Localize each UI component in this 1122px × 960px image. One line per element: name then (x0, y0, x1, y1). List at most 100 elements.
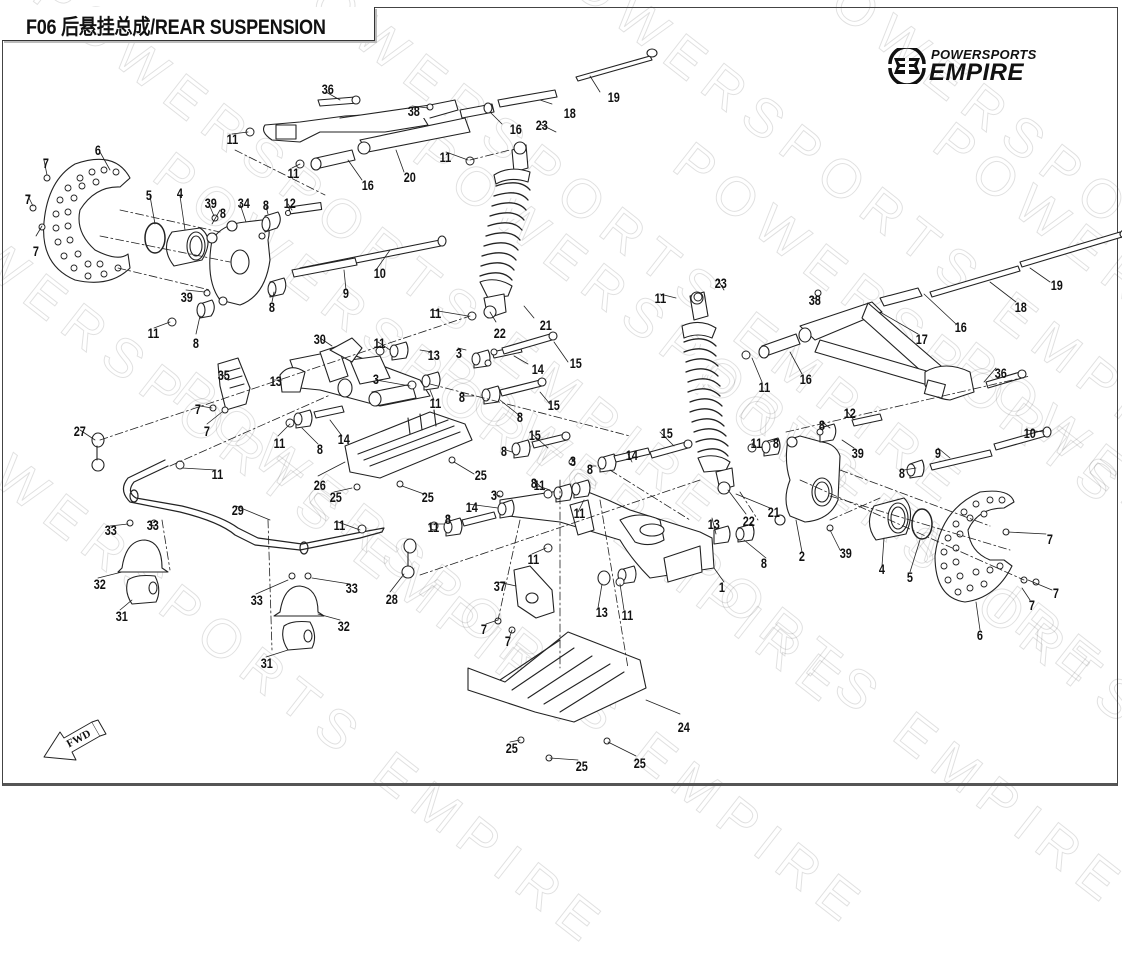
leader-line (717, 279, 725, 291)
leader-line (325, 91, 341, 101)
leader-lines (27, 75, 1053, 761)
leader-line (347, 159, 363, 181)
callout-label: 39 (839, 545, 852, 561)
leader-line (239, 203, 247, 223)
callout-label: 14 (337, 431, 350, 447)
callout-label: 7 (32, 243, 39, 259)
leader-line (989, 281, 1017, 303)
leader-line (1021, 587, 1031, 601)
callout-label: 34 (237, 195, 250, 211)
leader-line (531, 433, 549, 449)
callout-label: 38 (407, 103, 420, 119)
callout-label: 8 (772, 435, 779, 451)
pins-right-hub (713, 413, 1052, 545)
callout-label: 11 (533, 477, 546, 493)
callout-label: 33 (250, 592, 263, 608)
callout-label: 28 (385, 591, 398, 607)
leader-line (923, 293, 957, 325)
callout-label: 11 (750, 435, 763, 451)
callout-label: 2 (798, 548, 805, 564)
leader-line (375, 379, 411, 387)
leader-line (375, 249, 391, 271)
callout-label: 11 (226, 131, 239, 147)
callout-label: 31 (260, 655, 273, 671)
leader-line (821, 421, 831, 429)
callout-label: 19 (1050, 277, 1063, 293)
callout-label: 16 (361, 177, 374, 193)
skid-plate-24 (467, 631, 647, 723)
leader-line (277, 423, 291, 437)
leader-line (539, 99, 553, 105)
callout-label: 8 (530, 475, 537, 491)
bushing-31-right (282, 620, 316, 651)
callout-label: 13 (595, 604, 608, 620)
callout-label: 17 (915, 331, 928, 347)
callout-label: 16 (799, 371, 812, 387)
callout-label: 11 (429, 395, 442, 411)
leader-line (509, 629, 513, 637)
fasteners (29, 103, 1040, 762)
leader-line (445, 151, 469, 161)
leader-line (505, 449, 513, 453)
leader-line (539, 123, 557, 133)
leader-line (431, 309, 469, 317)
leader-line (751, 357, 763, 383)
leader-line (317, 461, 346, 477)
callout-label: 7 (203, 423, 210, 439)
bushing-31-left (126, 574, 160, 605)
diagram-frame (2, 7, 1118, 786)
left-knuckle (206, 219, 271, 306)
leader-line (811, 297, 821, 301)
callout-label: 6 (976, 627, 983, 643)
callout-label: 25 (329, 489, 342, 505)
callout-label: 5 (906, 569, 913, 585)
leader-line (795, 519, 803, 553)
callout-label: 11 (147, 325, 160, 341)
callout-label: 13 (707, 516, 720, 532)
leader-line (553, 341, 569, 363)
brand-logo: POWERSPORTS EMPIRE (886, 44, 1086, 88)
leader-line (319, 337, 333, 347)
leader-line (509, 739, 521, 743)
leader-line (845, 409, 855, 421)
lower-frame-1 (499, 487, 715, 583)
leader-line (577, 499, 585, 513)
leader-line (149, 521, 153, 525)
leader-line (206, 411, 223, 425)
leader-line (659, 293, 677, 299)
leader-line (457, 347, 467, 351)
callout-label: 25 (421, 489, 434, 505)
logo-text-powersports: POWERSPORTS (931, 47, 1037, 62)
leader-line (287, 203, 293, 211)
leader-line (539, 391, 551, 405)
bearing-right (868, 497, 912, 541)
clamp-32-right (273, 585, 325, 617)
callout-label: 11 (654, 290, 667, 306)
skid-plate-26 (344, 409, 473, 479)
leader-line (195, 315, 201, 335)
leader-line (179, 195, 186, 231)
stabilizer-bar-29 (122, 459, 385, 555)
callout-label: 19 (607, 89, 620, 105)
callout-label: 3 (490, 487, 497, 503)
shock-absorber-left (479, 141, 531, 319)
callout-label: 11 (427, 519, 440, 535)
callout-label: 3 (455, 345, 462, 361)
callout-label: 14 (625, 447, 638, 463)
callout-label: 7 (1046, 531, 1053, 547)
leader-line (619, 583, 625, 611)
leader-line (109, 523, 129, 527)
guard-plate-35 (217, 357, 251, 411)
callout-label: 39 (180, 289, 193, 305)
callout-label: 11 (527, 551, 540, 567)
leader-line (881, 537, 885, 567)
leader-line (493, 493, 501, 497)
callout-label: 8 (898, 465, 905, 481)
leader-line (97, 571, 123, 579)
leader-line (401, 485, 425, 495)
callout-label: 8 (586, 461, 593, 477)
leader-line (207, 201, 215, 217)
callout-label: 11 (439, 149, 452, 165)
snap-ring-left (144, 222, 166, 254)
leader-line (221, 373, 227, 379)
